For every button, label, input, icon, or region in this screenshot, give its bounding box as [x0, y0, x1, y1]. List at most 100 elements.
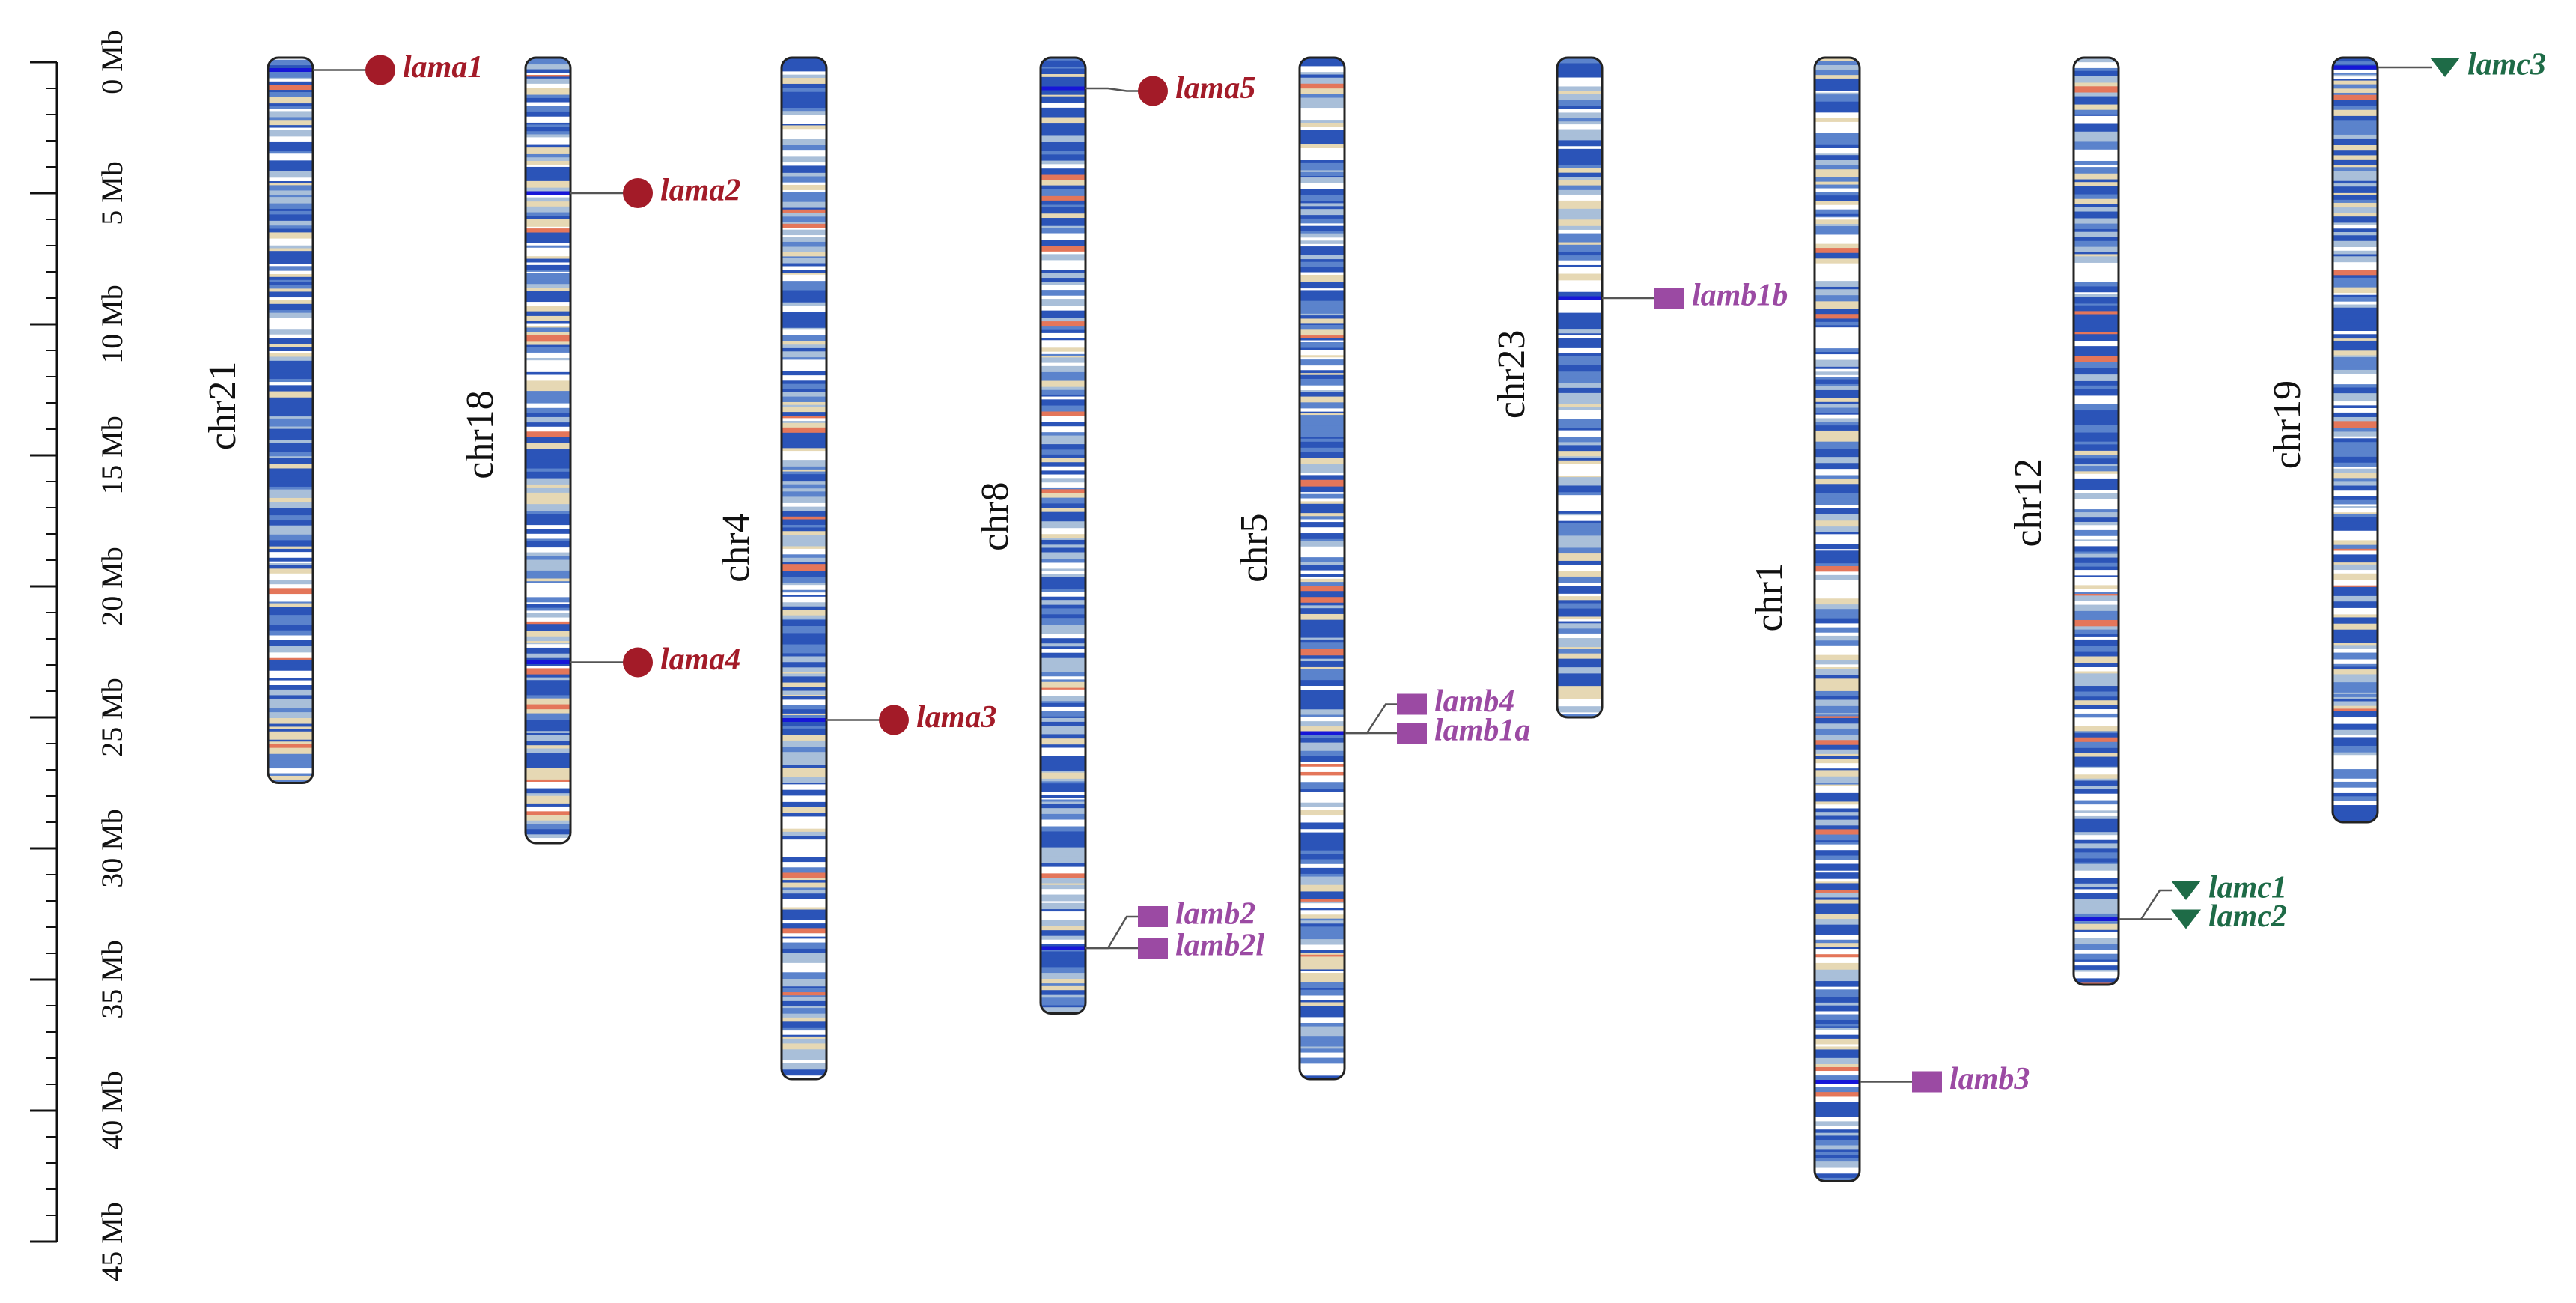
chromosome-bands	[268, 58, 313, 783]
lamb-square-icon	[1397, 693, 1427, 715]
chromosome-label: chr8	[974, 482, 1017, 551]
lamc-triangle-icon	[2171, 909, 2201, 929]
gene-label: lamb1b	[1692, 279, 1788, 313]
gene-connector	[1085, 87, 1139, 92]
gene-connector	[2119, 889, 2172, 920]
chromosome-outline	[1039, 56, 1087, 1015]
chromosome-label: chr4	[715, 514, 758, 583]
chromosome-label: chr5	[1233, 514, 1276, 583]
gene-label: lamb2	[1175, 897, 1255, 932]
gene-lama1: lama1	[313, 50, 483, 85]
gene-label: lamb3	[1949, 1062, 2030, 1096]
gene-label: lama3	[916, 700, 996, 735]
scale-tick-label: 30 Mb	[95, 809, 129, 888]
gene-lama3: lama3	[826, 700, 996, 735]
chromosomes: chr21 lama1 chr18 lama2 lama4 chr4 lama3 chr8 la…	[201, 48, 2546, 1182]
gene-lama4: lama4	[570, 643, 740, 678]
gene-locus-marker	[2074, 917, 2119, 921]
scale-tick-label: 20 Mb	[95, 547, 129, 626]
chromosome-chr21: chr21 lama1	[201, 50, 483, 784]
gene-lamc1: lamc1	[2119, 871, 2287, 920]
gene-lamb2: lamb2	[1085, 897, 1255, 950]
lamb-square-icon	[1912, 1071, 1942, 1093]
gene-locus-marker	[1041, 946, 1085, 950]
gene-label: lamc3	[2467, 48, 2546, 82]
gene-lamb3: lamb3	[1860, 1062, 2030, 1096]
chromosome-label: chr18	[459, 390, 502, 479]
chromosome-chr23: chr23 lamb1b	[1491, 56, 1788, 719]
chromosome-bands	[1815, 58, 1860, 1182]
lama-circle-icon	[879, 705, 909, 735]
gene-lamc3: lamc3	[2378, 48, 2546, 82]
gene-label: lamc2	[2208, 899, 2287, 934]
chromosome-outline	[267, 56, 314, 784]
scale-tick-label: 45 Mb	[95, 1202, 129, 1281]
gene-locus-marker	[1041, 86, 1085, 91]
chromosome-bands	[1557, 58, 1602, 717]
chromosome-bands	[782, 58, 826, 1079]
lamc-triangle-icon	[2171, 881, 2201, 900]
lamc-triangle-icon	[2430, 58, 2460, 77]
chromosome-outline	[1298, 56, 1346, 1081]
lamb-square-icon	[1138, 938, 1168, 959]
chromosome-outline	[2331, 56, 2379, 824]
chromosome-bands	[526, 58, 570, 843]
lama-circle-icon	[623, 178, 653, 208]
chromosome-bands	[1300, 58, 1345, 1079]
chromosome-chr18: chr18 lama2 lama4	[459, 56, 740, 845]
gene-locus-marker	[1300, 731, 1345, 735]
scale-tick-label: 0 Mb	[95, 30, 129, 94]
lama-circle-icon	[1138, 76, 1168, 106]
gene-lamb1a: lamb1a	[1345, 714, 1530, 748]
gene-lamb4: lamb4	[1345, 684, 1514, 735]
chromosome-chr1: chr1 lamb3	[1748, 56, 2030, 1182]
lama-circle-icon	[365, 55, 395, 85]
scale-tick-label: 35 Mb	[95, 940, 129, 1019]
chromosome-outline	[2072, 56, 2120, 986]
scale-tick-label: 15 Mb	[95, 416, 129, 495]
chromosome-label: chr23	[1491, 330, 1533, 419]
scale-tick-label: 40 Mb	[95, 1071, 129, 1150]
chromosome-outline	[1556, 56, 1604, 719]
chromosome-label: chr19	[2266, 380, 2309, 469]
chromosome-chr4: chr4 lama3	[715, 56, 996, 1081]
chromosome-outline	[780, 56, 828, 1081]
gene-locus-marker	[526, 660, 570, 664]
gene-lama5: lama5	[1085, 71, 1255, 106]
gene-label: lamb4	[1434, 684, 1514, 719]
chromosome-chr19: chr19 lamc3	[2266, 48, 2546, 824]
gene-lama2: lama2	[570, 174, 740, 208]
chromosome-outline	[1813, 56, 1861, 1182]
chromosome-label: chr1	[1748, 562, 1791, 631]
gene-label: lamc1	[2208, 871, 2287, 905]
scale-tick-label: 10 Mb	[95, 285, 129, 364]
lama-circle-icon	[623, 647, 653, 678]
gene-locus-marker	[1557, 296, 1602, 300]
gene-locus-marker	[782, 718, 826, 722]
gene-connector	[1345, 703, 1398, 735]
gene-lamb1b: lamb1b	[1602, 279, 1788, 313]
gene-label: lama2	[660, 174, 740, 208]
chromosome-label: chr12	[2007, 458, 2050, 547]
lamb-square-icon	[1654, 288, 1684, 309]
gene-locus-marker	[2333, 65, 2378, 70]
chromosome-bands	[2074, 58, 2119, 985]
gene-lamb2l: lamb2l	[1085, 929, 1264, 963]
chromosome-label: chr21	[201, 362, 244, 450]
chromosome-bands	[1041, 58, 1085, 1014]
gene-label: lama1	[403, 50, 483, 85]
gene-locus-marker	[526, 191, 570, 195]
gene-locus-marker	[1815, 1080, 1860, 1084]
scale-tick-label: 5 Mb	[95, 161, 129, 225]
gene-lamc2: lamc2	[2119, 899, 2287, 934]
chromosome-outline	[524, 56, 572, 845]
lamb-square-icon	[1138, 906, 1168, 927]
gene-label: lamb2l	[1175, 929, 1264, 963]
gene-label: lama5	[1175, 71, 1255, 106]
